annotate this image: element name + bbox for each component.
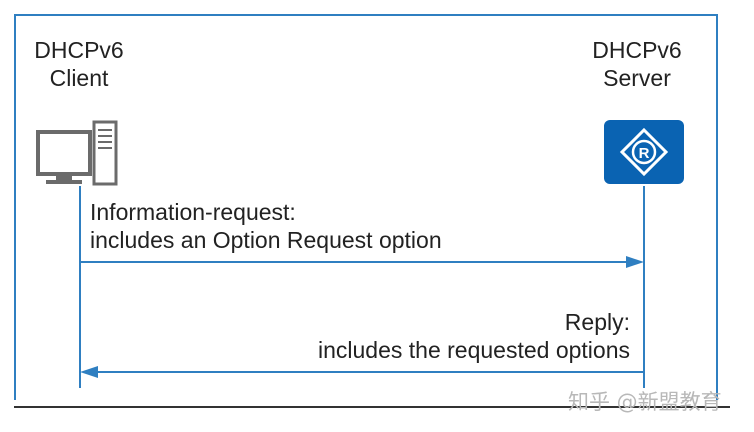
reply-arrow <box>80 366 644 378</box>
server-title: DHCPv6 Server <box>582 36 692 92</box>
message-detail: includes an Option Request option <box>90 227 442 253</box>
computer-icon <box>36 120 118 186</box>
message-detail: includes the requested options <box>318 337 630 363</box>
diagram-bottom-rule <box>14 406 730 408</box>
client-title-line2: Client <box>49 65 109 91</box>
watermark: 知乎 @新盟教育 <box>568 390 722 414</box>
message-name: Information-request: <box>90 199 296 225</box>
server-title-line2: Server <box>603 65 671 91</box>
reply-label: Reply: includes the requested options <box>318 308 630 364</box>
svg-text:R: R <box>639 145 650 162</box>
information-request-arrow <box>80 256 644 268</box>
server-title-line1: DHCPv6 <box>592 37 682 63</box>
client-title-line1: DHCPv6 <box>34 37 124 63</box>
diagram-frame <box>14 14 718 400</box>
information-request-label: Information-request: includes an Option … <box>90 198 442 254</box>
router-icon: R <box>604 120 684 184</box>
client-title: DHCPv6 Client <box>24 36 134 92</box>
message-name: Reply: <box>564 309 630 335</box>
